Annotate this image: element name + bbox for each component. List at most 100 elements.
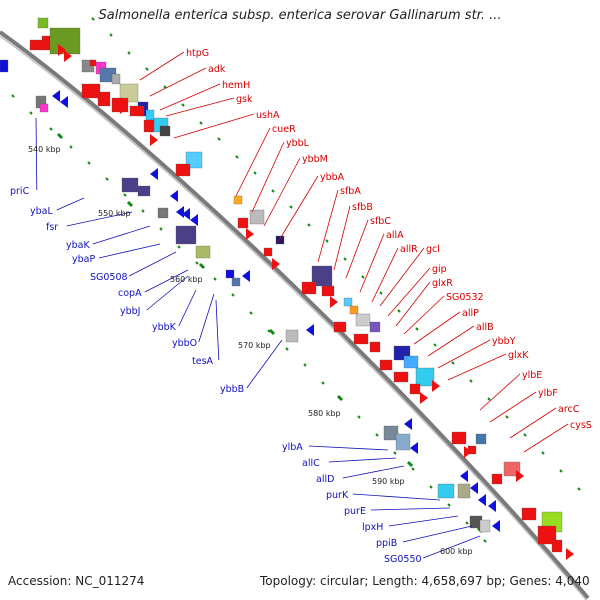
gene-block	[379, 359, 393, 371]
major-tick-mark	[126, 200, 134, 208]
gene-label-top: cueR	[272, 124, 296, 135]
tick-mark	[91, 17, 95, 21]
gene-block	[249, 209, 265, 225]
gene-label-top: allP	[462, 308, 479, 319]
strand-arrow	[488, 500, 496, 512]
tick-mark	[361, 275, 365, 279]
tick-mark	[289, 205, 293, 209]
gene-block	[479, 519, 491, 533]
genome-backbone-shadow	[0, 35, 588, 600]
gene-block	[39, 103, 49, 113]
strand-arrow	[478, 494, 486, 506]
leader-line	[402, 525, 473, 543]
kbp-label: 570 kbp	[238, 341, 271, 350]
gene-block	[369, 321, 381, 333]
strand-arrow	[60, 96, 68, 108]
gene-block	[301, 281, 317, 295]
tick-mark	[231, 293, 235, 297]
tick-mark	[307, 223, 311, 227]
leader-line	[388, 515, 459, 527]
kbp-label: 590 kbp	[372, 477, 405, 486]
gene-label-bottom: ybaK	[66, 240, 90, 251]
gene-block	[393, 371, 409, 383]
tick-mark	[109, 33, 113, 37]
gene-label-top: adk	[208, 64, 226, 75]
kbp-label: 580 kbp	[308, 409, 341, 418]
gene-block	[475, 433, 487, 445]
gene-block	[333, 321, 347, 333]
gene-label-top: gcl	[426, 244, 440, 255]
tick-mark	[577, 487, 581, 491]
leader-line	[198, 293, 215, 343]
leader-line	[146, 275, 189, 311]
gene-block	[225, 269, 235, 279]
tick-mark	[541, 451, 545, 455]
gene-block	[275, 235, 285, 245]
gene-block	[121, 177, 139, 193]
strand-arrow	[150, 134, 158, 146]
strand-arrow	[330, 296, 338, 308]
leader-line	[387, 267, 431, 317]
gene-block	[551, 539, 563, 553]
tick-mark	[447, 503, 451, 507]
feature-layer	[0, 17, 574, 560]
tick-mark	[141, 209, 145, 213]
accession-text: Accession: NC_011274	[8, 574, 145, 588]
strand-arrow	[64, 50, 72, 62]
strand-arrow	[404, 418, 412, 430]
gene-block	[233, 195, 243, 205]
tick-mark	[199, 121, 203, 125]
gene-label-bottom: allD	[316, 474, 334, 485]
kbp-label: 540 kbp	[28, 145, 61, 154]
leader-line	[66, 211, 133, 227]
gene-block	[89, 59, 97, 67]
tick-mark	[105, 177, 109, 181]
gene-label-top: glxR	[432, 278, 453, 289]
leader-line	[447, 353, 507, 381]
gene-block	[395, 433, 411, 451]
gene-block	[157, 207, 169, 219]
gene-label-bottom: allC	[302, 458, 320, 469]
strand-arrow	[58, 44, 66, 56]
strand-arrow	[516, 470, 524, 482]
gene-block	[129, 105, 145, 117]
gene-label-bottom: priC	[10, 186, 30, 197]
gene-block	[451, 431, 467, 445]
tick-mark	[271, 189, 275, 193]
gene-label-bottom: lpxH	[362, 522, 383, 533]
gene-block	[175, 163, 191, 177]
leader-line	[328, 457, 397, 463]
leader-line	[215, 299, 220, 361]
gene-block	[159, 125, 171, 137]
tick-mark	[415, 327, 419, 331]
leader-line	[427, 325, 475, 357]
gene-block	[145, 109, 155, 121]
gene-block	[285, 329, 299, 343]
tick-mark	[87, 161, 91, 165]
tick-mark	[465, 521, 469, 525]
gene-block	[111, 73, 121, 85]
leader-line	[251, 141, 285, 213]
strand-arrow	[182, 208, 190, 220]
leader-line	[246, 339, 283, 389]
leader-line	[159, 83, 221, 111]
tick-mark	[487, 397, 491, 401]
leader-line	[56, 197, 85, 211]
tick-mark	[29, 111, 33, 115]
gene-block	[231, 277, 241, 287]
leader-line	[263, 157, 301, 227]
summary-text: Topology: circular; Length: 4,658,697 bp…	[260, 574, 590, 588]
tick-mark	[411, 467, 415, 471]
tick-mark	[505, 415, 509, 419]
kbp-label: 550 kbp	[98, 209, 131, 218]
gene-label-bottom: ybaP	[72, 254, 95, 265]
gene-label-bottom: purK	[326, 490, 349, 501]
gene-block	[537, 525, 557, 545]
gene-block	[369, 341, 381, 353]
gene-label-top: glxK	[508, 350, 529, 361]
strand-arrow	[460, 470, 468, 482]
tick-mark	[177, 245, 181, 249]
leader-line	[423, 535, 481, 559]
gene-label-top: cysS	[570, 420, 592, 431]
tick-mark	[559, 469, 563, 473]
